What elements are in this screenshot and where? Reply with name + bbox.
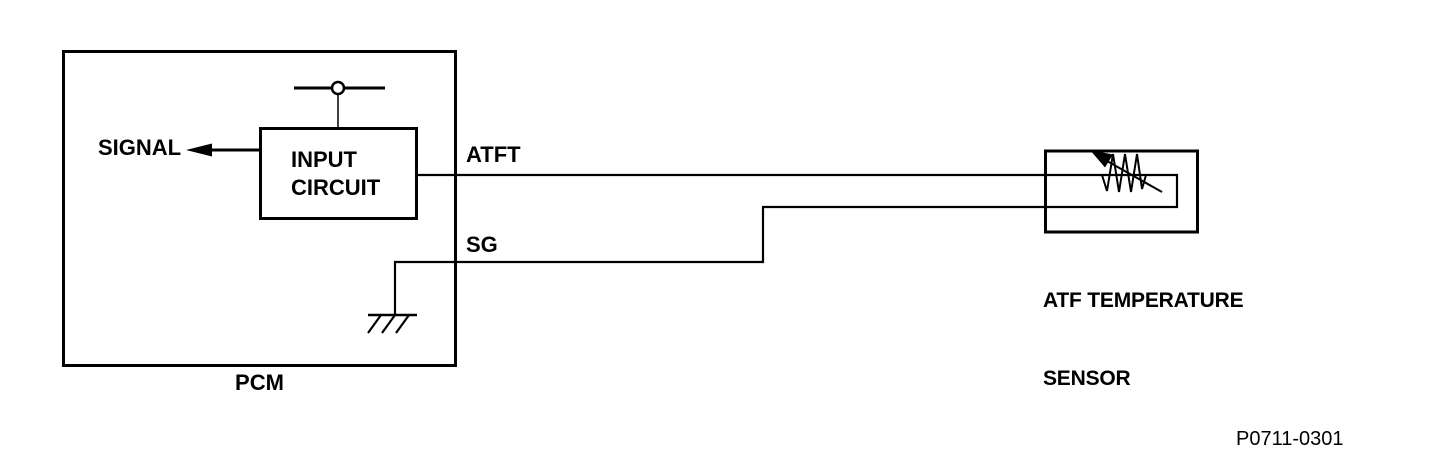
input-circuit-box: INPUT CIRCUIT xyxy=(259,127,418,220)
atf-sensor-label: ATF TEMPERATURE SENSOR xyxy=(1043,236,1244,444)
atf-sensor-label-line1: ATF TEMPERATURE xyxy=(1043,289,1244,312)
input-circuit-label-line1: INPUT xyxy=(291,146,357,172)
figure-code: P0711-0301 xyxy=(1236,428,1344,450)
sg-wire-label: SG xyxy=(466,232,498,257)
thermistor-icon xyxy=(1090,150,1163,193)
input-circuit-label-line2: CIRCUIT xyxy=(291,174,381,200)
pcm-box xyxy=(62,50,457,367)
atft-wire-label: ATFT xyxy=(466,142,521,167)
atft-sg-wire xyxy=(393,173,1179,314)
pcm-label: PCM xyxy=(235,370,284,395)
atf-sensor-label-line2: SENSOR xyxy=(1043,367,1131,390)
chassis-ground-icon xyxy=(367,313,417,334)
signal-label: SIGNAL xyxy=(98,135,182,160)
input-circuit-label: INPUT CIRCUIT xyxy=(262,146,380,202)
signal-left-arrow-icon xyxy=(186,143,259,157)
terminal-node-icon xyxy=(294,80,385,127)
atf-sensor-box xyxy=(1044,149,1199,234)
